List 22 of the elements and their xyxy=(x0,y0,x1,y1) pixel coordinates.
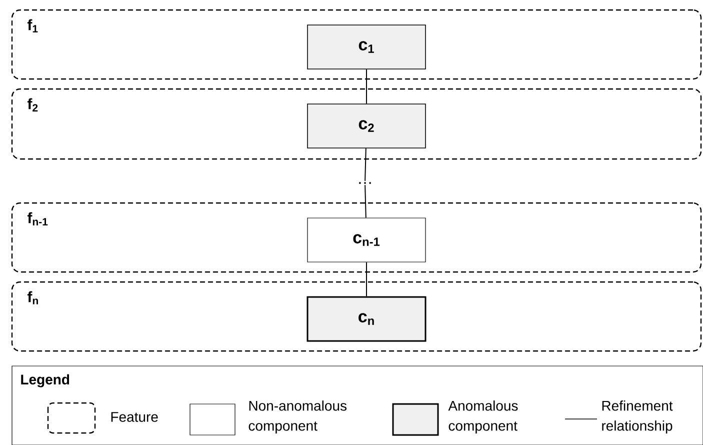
feature-label: f$_{1}$ xyxy=(27,19,38,32)
connector-line xyxy=(366,68,367,104)
legend-text: Refinement relationship xyxy=(602,400,673,434)
feature-label: f$_{n}$ xyxy=(27,291,38,304)
feature-label: f$_{2}$ xyxy=(27,98,38,112)
feature-box xyxy=(11,9,702,80)
feature-label: f$_{n-1}$ xyxy=(27,212,48,226)
legend-text: Feature xyxy=(111,412,158,422)
legend-text: Non-anomalous component xyxy=(248,400,346,434)
component-box: c$_{n-1}$ xyxy=(307,218,426,262)
component-box: c$_{2}$ xyxy=(307,104,426,148)
feature-box xyxy=(11,202,702,273)
feature-box xyxy=(11,281,702,352)
component-box: c$_{1}$ xyxy=(307,24,426,70)
legend-title: Legend xyxy=(21,374,70,388)
connector-line xyxy=(364,184,366,218)
feature-box xyxy=(11,88,702,160)
connector-line xyxy=(364,148,366,182)
ellipsis: … xyxy=(359,182,371,184)
legend-text: Anomalous component xyxy=(448,400,518,434)
connector-line xyxy=(366,262,367,297)
component-box: c$_{n}$ xyxy=(306,296,426,342)
